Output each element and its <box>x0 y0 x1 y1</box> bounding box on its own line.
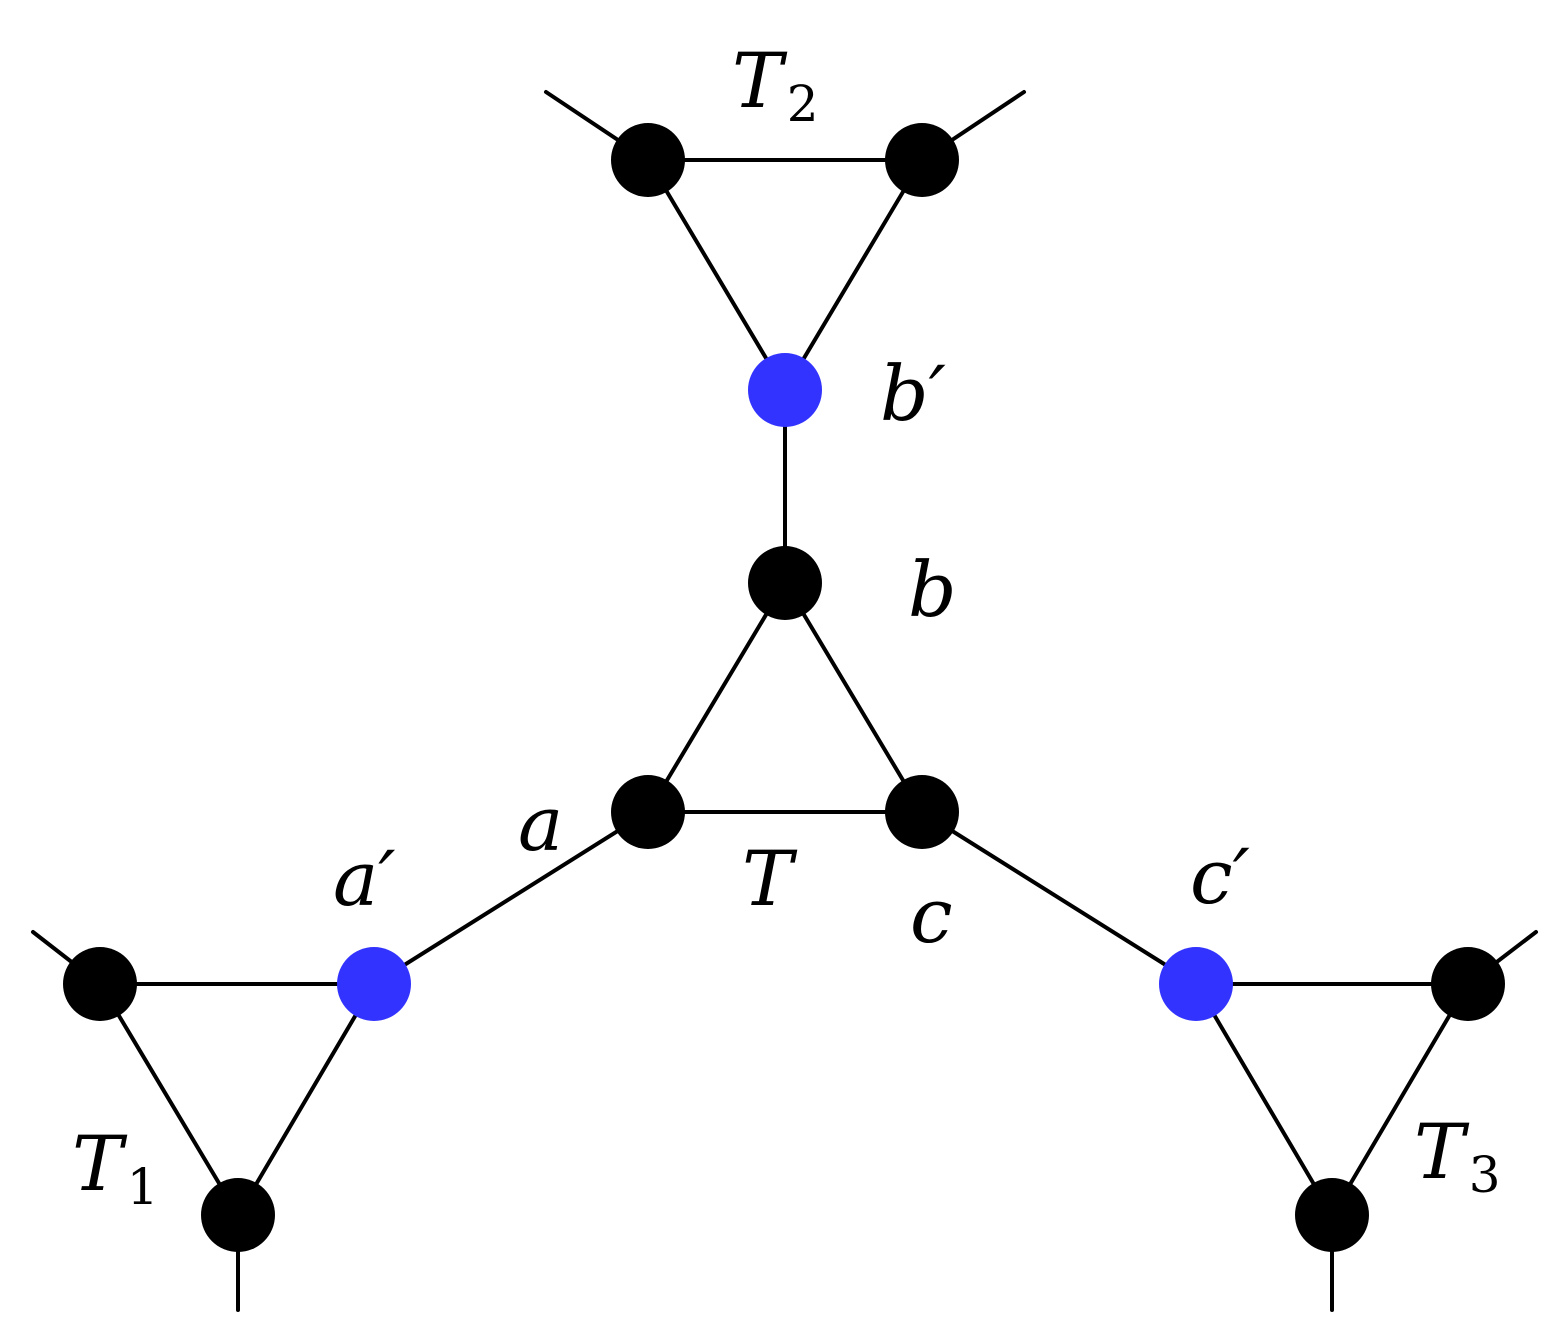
vertex-b-prime <box>748 353 822 427</box>
vertex-a <box>611 775 685 849</box>
vertex-t2-right <box>885 123 959 197</box>
edge-a-prime-t1-bottom <box>236 982 376 1217</box>
label-T3: T3 <box>1414 1107 1501 1204</box>
label-T1: T1 <box>72 1119 159 1216</box>
vertex-t2-left <box>611 123 685 197</box>
edge-a-a-prime <box>372 810 650 986</box>
vertex-t3-right <box>1431 947 1505 1021</box>
vertex-t1-left <box>63 947 137 1021</box>
edge-c-c-prime <box>920 810 1198 986</box>
edge-b-prime-t2-left <box>646 158 787 392</box>
edge-c-prime-t3-bottom <box>1194 982 1334 1217</box>
vertex-b <box>748 546 822 620</box>
edges-layer <box>31 90 1538 1312</box>
labels-layer: T T2 T1 T3 a b c a′ b′ c′ <box>72 36 1501 1216</box>
edge-t1-left-t1-bottom <box>98 982 240 1217</box>
vertex-t3-bottom <box>1295 1178 1369 1252</box>
label-c-prime: c′ <box>1190 832 1250 921</box>
label-T: T <box>742 834 798 923</box>
vertex-c-prime <box>1159 947 1233 1021</box>
label-b-prime: b′ <box>880 349 946 438</box>
vertices-layer <box>63 123 1505 1252</box>
label-a-prime: a′ <box>333 834 396 923</box>
edge-t3-right-t3-bottom <box>1330 982 1470 1217</box>
vertex-a-prime <box>337 947 411 1021</box>
vertex-t1-bottom <box>201 1178 275 1252</box>
label-T2: T2 <box>732 36 819 133</box>
label-c: c <box>910 871 953 960</box>
vertex-c <box>885 775 959 849</box>
label-b: b <box>908 545 957 634</box>
edge-b-prime-t2-right <box>783 158 924 392</box>
edge-b-c <box>783 581 924 814</box>
edge-a-b <box>646 581 787 814</box>
label-a: a <box>518 779 563 868</box>
